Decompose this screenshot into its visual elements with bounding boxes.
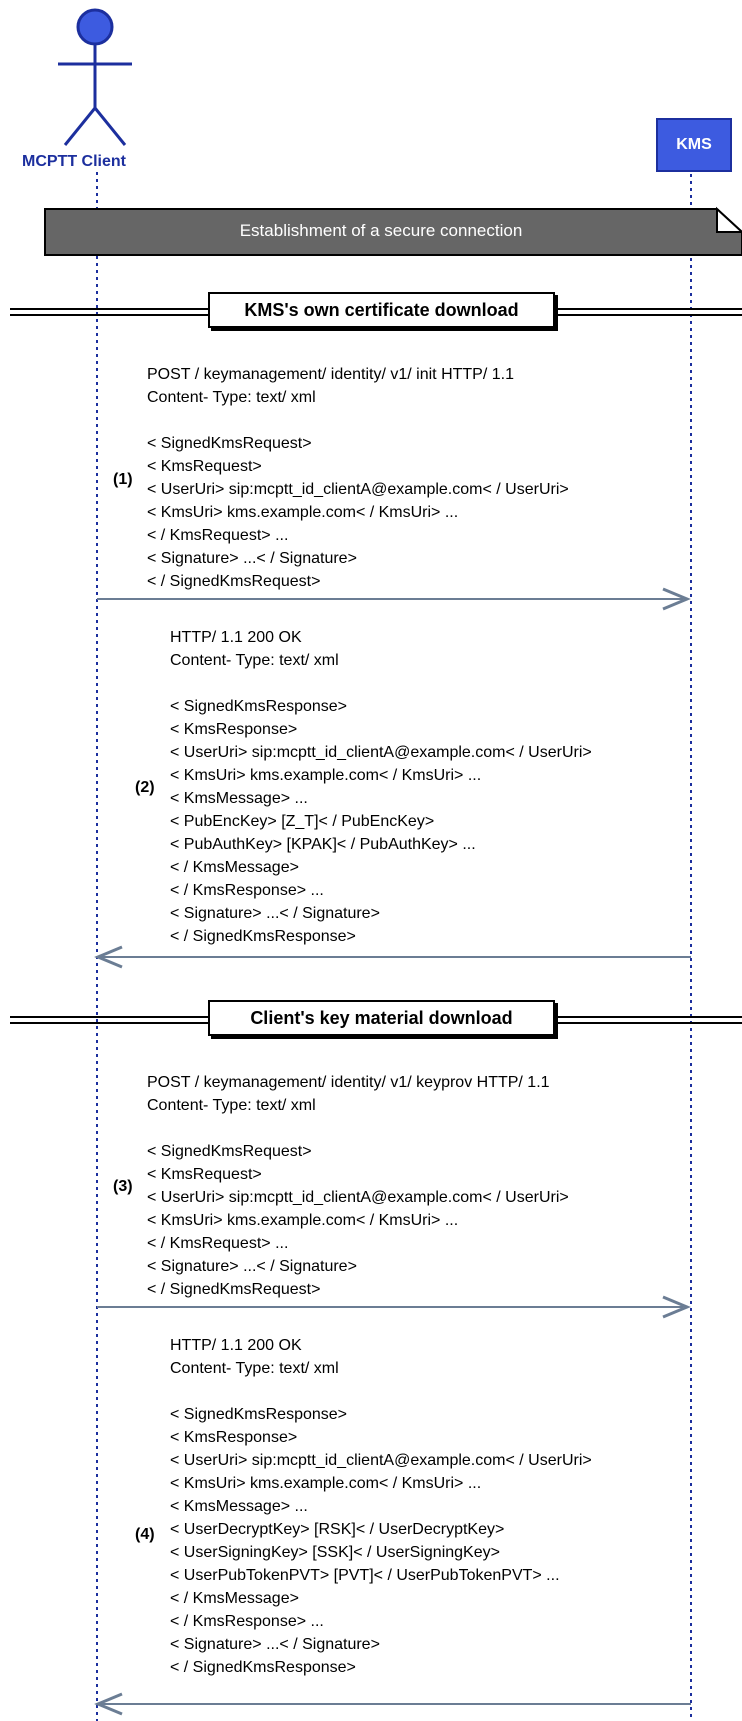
- message-line: < UserUri> sip:mcptt_id_clientA@example.…: [147, 1189, 569, 1206]
- message-line: < KmsResponse>: [170, 1429, 298, 1446]
- message-line: Content- Type: text/ xml: [147, 389, 316, 406]
- message-line: < KmsMessage> ...: [170, 790, 308, 807]
- message-line: < SignedKmsResponse>: [170, 1406, 347, 1423]
- message-line: < KmsRequest>: [147, 1166, 262, 1183]
- section-title-2: Client's key material download: [208, 1000, 555, 1036]
- message-line: < KmsUri> kms.example.com< / KmsUri> ...: [170, 1475, 482, 1492]
- message-line: < Signature> ...< / Signature>: [170, 905, 380, 922]
- section-title-1: KMS's own certificate download: [208, 292, 555, 328]
- message-line: < UserDecryptKey> [RSK]< / UserDecryptKe…: [170, 1521, 505, 1538]
- message-line: < SignedKmsRequest>: [147, 1143, 312, 1160]
- note-text: Establishment of a secure connection: [239, 221, 523, 240]
- section-divider-2: [10, 1016, 742, 1024]
- message-line: < / KmsMessage>: [170, 1590, 299, 1607]
- message-text-4: HTTP/ 1.1 200 OK Content- Type: text/ xml…: [170, 1334, 592, 1679]
- message-line: [170, 672, 592, 695]
- message-line: < / KmsRequest> ...: [147, 1235, 289, 1252]
- message-line: POST / keymanagement/ identity/ v1/ keyp…: [147, 1074, 550, 1091]
- kms-actor-label: KMS: [676, 136, 712, 153]
- message-line: < KmsUri> kms.example.com< / KmsUri> ...: [170, 767, 482, 784]
- message-line: < UserUri> sip:mcptt_id_clientA@example.…: [170, 744, 592, 761]
- message-line: < PubAuthKey> [KPAK]< / PubAuthKey> ...: [170, 836, 476, 853]
- message-line: < UserUri> sip:mcptt_id_clientA@example.…: [147, 481, 569, 498]
- message-arrow-3: [97, 1295, 691, 1319]
- message-line: < KmsUri> kms.example.com< / KmsUri> ...: [147, 1212, 459, 1229]
- message-line: < UserSigningKey> [SSK]< / UserSigningKe…: [170, 1544, 500, 1561]
- message-line: HTTP/ 1.1 200 OK: [170, 629, 302, 646]
- section-title-2-text: Client's key material download: [250, 1008, 513, 1028]
- step-label-2: (2): [135, 779, 155, 796]
- message-line: HTTP/ 1.1 200 OK: [170, 1337, 302, 1354]
- message-line: [170, 1380, 592, 1403]
- section-divider-1: [10, 308, 742, 316]
- message-line: < UserUri> sip:mcptt_id_clientA@example.…: [170, 1452, 592, 1469]
- message-line: < PubEncKey> [Z_T]< / PubEncKey>: [170, 813, 435, 830]
- step-label-1: (1): [113, 471, 133, 488]
- message-line: < / KmsResponse> ...: [170, 882, 324, 899]
- note-shape: [44, 206, 742, 256]
- message-line: < / SignedKmsRequest>: [147, 1281, 321, 1298]
- client-actor-figure: [58, 8, 132, 146]
- section-title-1-text: KMS's own certificate download: [244, 300, 519, 320]
- message-line: POST / keymanagement/ identity/ v1/ init…: [147, 366, 514, 383]
- step-label-3: (3): [113, 1178, 133, 1195]
- message-line: Content- Type: text/ xml: [170, 652, 339, 669]
- message-arrow-4: [94, 1692, 691, 1716]
- message-line: < KmsResponse>: [170, 721, 298, 738]
- message-line: [147, 1117, 569, 1140]
- message-line: < KmsUri> kms.example.com< / KmsUri> ...: [147, 504, 459, 521]
- message-line: < KmsMessage> ...: [170, 1498, 308, 1515]
- message-line: < / SignedKmsRequest>: [147, 573, 321, 590]
- kms-actor-box: KMS: [656, 118, 732, 172]
- message-line: Content- Type: text/ xml: [170, 1360, 339, 1377]
- message-line: < / KmsResponse> ...: [170, 1613, 324, 1630]
- message-line: < Signature> ...< / Signature>: [147, 550, 357, 567]
- message-arrow-1: [97, 587, 691, 611]
- message-line: < / SignedKmsResponse>: [170, 928, 356, 945]
- message-line: < SignedKmsResponse>: [170, 698, 347, 715]
- client-actor-label: MCPTT Client: [22, 153, 126, 170]
- message-line: < SignedKmsRequest>: [147, 435, 312, 452]
- message-line: < Signature> ...< / Signature>: [147, 1258, 357, 1275]
- message-line: < UserPubTokenPVT> [PVT]< / UserPubToken…: [170, 1567, 560, 1584]
- message-text-3: POST / keymanagement/ identity/ v1/ keyp…: [147, 1071, 569, 1301]
- message-line: < KmsRequest>: [147, 458, 262, 475]
- message-line: < Signature> ...< / Signature>: [170, 1636, 380, 1653]
- message-text-1: POST / keymanagement/ identity/ v1/ init…: [147, 363, 569, 593]
- message-line: < / KmsRequest> ...: [147, 527, 289, 544]
- message-arrow-2: [94, 945, 691, 969]
- message-line: [147, 409, 569, 432]
- step-label-4: (4): [135, 1526, 155, 1543]
- message-line: Content- Type: text/ xml: [147, 1097, 316, 1114]
- message-text-2: HTTP/ 1.1 200 OK Content- Type: text/ xml…: [170, 626, 592, 948]
- message-line: < / KmsMessage>: [170, 859, 299, 876]
- message-line: < / SignedKmsResponse>: [170, 1659, 356, 1676]
